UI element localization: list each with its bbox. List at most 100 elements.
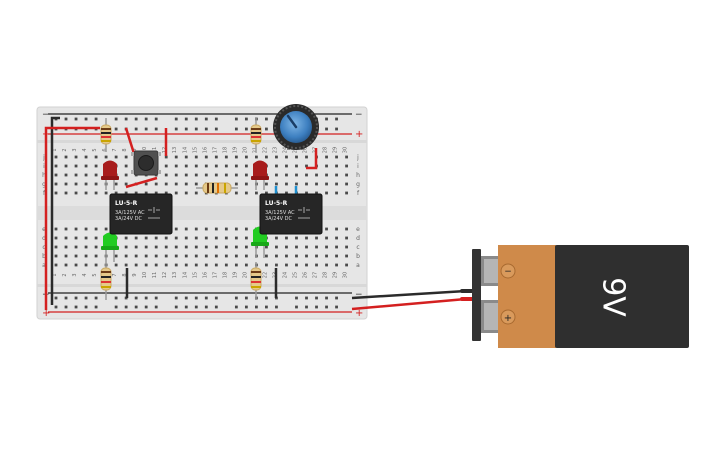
led-red-1[interactable]	[101, 160, 119, 191]
breadboard-hole[interactable]	[345, 236, 348, 240]
breadboard-hole[interactable]	[104, 155, 108, 159]
breadboard-hole[interactable]	[84, 173, 88, 177]
rail-hole[interactable]	[84, 117, 88, 121]
battery-leads[interactable]	[351, 289, 474, 311]
breadboard-hole[interactable]	[184, 164, 188, 168]
rail-hole[interactable]	[275, 305, 278, 309]
breadboard-hole[interactable]	[265, 191, 268, 195]
breadboard-hole[interactable]	[234, 155, 238, 159]
rail-hole[interactable]	[114, 127, 118, 131]
breadboard-hole[interactable]	[154, 182, 158, 186]
breadboard-hole[interactable]	[64, 155, 68, 159]
breadboard-hole[interactable]	[305, 173, 308, 177]
resistor-1[interactable]	[100, 118, 112, 152]
breadboard-hole[interactable]	[54, 236, 58, 240]
breadboard-hole[interactable]	[224, 155, 228, 159]
rail-hole[interactable]	[204, 296, 208, 300]
breadboard-hole[interactable]	[345, 164, 348, 168]
breadboard-hole[interactable]	[335, 236, 338, 240]
breadboard-hole[interactable]	[94, 155, 98, 159]
breadboard-hole[interactable]	[94, 227, 98, 231]
breadboard-hole[interactable]	[134, 236, 138, 240]
breadboard-hole[interactable]	[345, 191, 348, 195]
breadboard-hole[interactable]	[134, 263, 138, 267]
rail-hole[interactable]	[154, 305, 158, 309]
rail-hole[interactable]	[194, 127, 198, 131]
rail-hole[interactable]	[64, 305, 68, 309]
breadboard-hole[interactable]	[194, 227, 198, 231]
breadboard-hole[interactable]	[64, 173, 68, 177]
breadboard-hole[interactable]	[184, 155, 188, 159]
rail-hole[interactable]	[305, 296, 308, 300]
breadboard-hole[interactable]	[174, 227, 178, 231]
breadboard-hole[interactable]	[275, 236, 278, 240]
rail-hole[interactable]	[64, 117, 68, 121]
breadboard-hole[interactable]	[154, 245, 158, 249]
breadboard-hole[interactable]	[315, 245, 318, 249]
breadboard-hole[interactable]	[224, 263, 228, 267]
rail-hole[interactable]	[255, 305, 258, 309]
breadboard-hole[interactable]	[315, 254, 318, 258]
rail-hole[interactable]	[234, 127, 238, 131]
rail-hole[interactable]	[134, 296, 138, 300]
breadboard-hole[interactable]	[244, 182, 248, 186]
breadboard-hole[interactable]	[214, 263, 218, 267]
breadboard-hole[interactable]	[84, 227, 88, 231]
breadboard-hole[interactable]	[124, 263, 128, 267]
breadboard-hole[interactable]	[265, 254, 268, 258]
breadboard-hole[interactable]	[335, 245, 338, 249]
breadboard-hole[interactable]	[174, 173, 178, 177]
wire-left-positive[interactable]	[44, 126, 100, 310]
breadboard-hole[interactable]	[144, 191, 148, 195]
breadboard-hole[interactable]	[305, 236, 308, 240]
breadboard-hole[interactable]	[144, 182, 148, 186]
breadboard-hole[interactable]	[84, 254, 88, 258]
breadboard-hole[interactable]	[244, 164, 248, 168]
breadboard-hole[interactable]	[194, 191, 198, 195]
breadboard-hole[interactable]	[54, 245, 58, 249]
breadboard-hole[interactable]	[194, 155, 198, 159]
rail-hole[interactable]	[194, 117, 198, 121]
breadboard-hole[interactable]	[184, 263, 188, 267]
rail-hole[interactable]	[265, 117, 268, 121]
breadboard-hole[interactable]	[174, 236, 178, 240]
breadboard-hole[interactable]	[94, 263, 98, 267]
rail-hole[interactable]	[74, 117, 78, 121]
breadboard-hole[interactable]	[94, 245, 98, 249]
breadboard-hole[interactable]	[275, 173, 278, 177]
board-wires[interactable]	[44, 116, 318, 310]
breadboard-hole[interactable]	[295, 245, 298, 249]
breadboard-hole[interactable]	[234, 263, 238, 267]
breadboard-hole[interactable]	[64, 191, 68, 195]
breadboard-hole[interactable]	[275, 182, 278, 186]
rail-hole[interactable]	[234, 296, 238, 300]
rail-hole[interactable]	[154, 296, 158, 300]
breadboard-hole[interactable]	[194, 173, 198, 177]
breadboard-hole[interactable]	[74, 164, 78, 168]
relay-1[interactable]: LU-5-R 3A/125V AC 3A/24V DC	[109, 193, 173, 235]
breadboard-hole[interactable]	[295, 254, 298, 258]
breadboard-hole[interactable]	[275, 263, 278, 267]
rail-hole[interactable]	[184, 127, 188, 131]
rail-hole[interactable]	[244, 305, 248, 309]
breadboard-hole[interactable]	[164, 254, 168, 258]
breadboard-hole[interactable]	[94, 164, 98, 168]
breadboard-hole[interactable]	[244, 173, 248, 177]
rail-hole[interactable]	[315, 305, 318, 309]
breadboard-hole[interactable]	[335, 173, 338, 177]
breadboard-hole[interactable]	[244, 227, 248, 231]
breadboard-hole[interactable]	[305, 245, 308, 249]
rail-hole[interactable]	[54, 305, 58, 309]
breadboard-hole[interactable]	[244, 191, 248, 195]
breadboard-hole[interactable]	[84, 164, 88, 168]
breadboard-hole[interactable]	[64, 263, 68, 267]
breadboard-hole[interactable]	[184, 236, 188, 240]
rail-hole[interactable]	[144, 305, 148, 309]
rail-hole[interactable]	[295, 305, 298, 309]
breadboard-hole[interactable]	[244, 263, 248, 267]
breadboard-hole[interactable]	[234, 254, 238, 258]
breadboard-hole[interactable]	[275, 155, 278, 159]
breadboard-hole[interactable]	[84, 191, 88, 195]
rail-hole[interactable]	[204, 117, 208, 121]
wire-button-out[interactable]	[125, 176, 158, 189]
